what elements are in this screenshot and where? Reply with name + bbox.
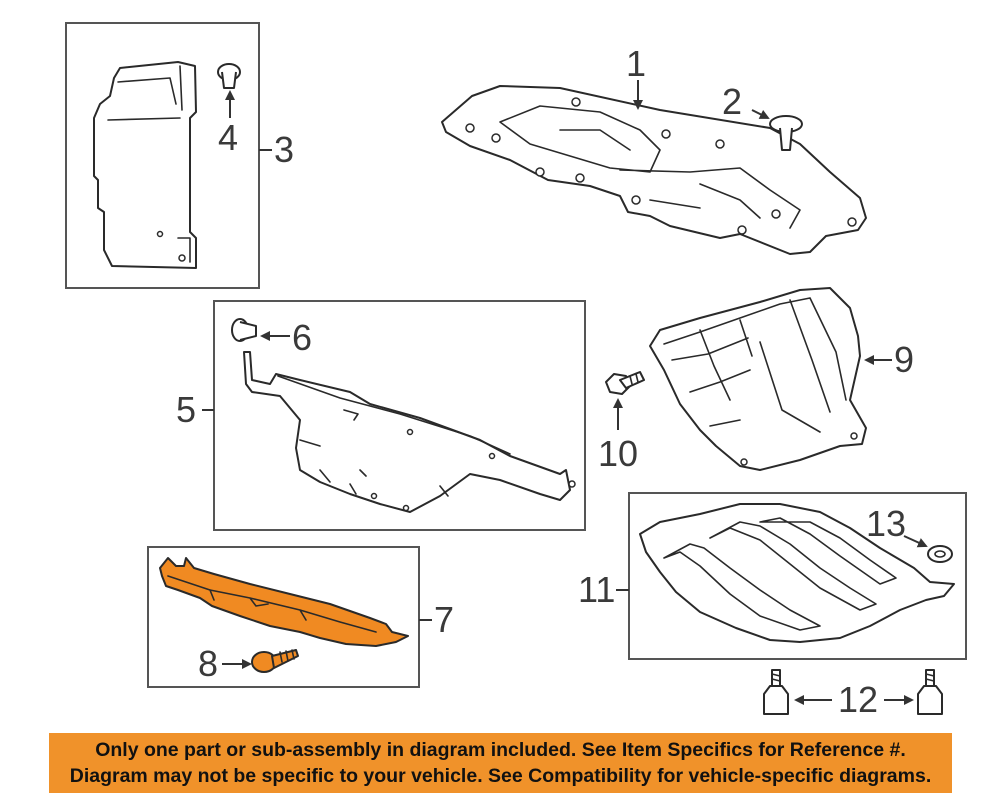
side-deflector-part-3 bbox=[93, 61, 197, 269]
bolt-right-part-12 bbox=[917, 669, 943, 715]
clip-part-4 bbox=[217, 63, 241, 89]
callout-4: 4 bbox=[218, 117, 238, 158]
callout-6: 6 bbox=[292, 317, 312, 358]
disclaimer-banner: Only one part or sub-assembly in diagram… bbox=[49, 733, 952, 793]
frame-box-7 bbox=[147, 546, 420, 688]
bolt-left-part-12 bbox=[763, 669, 789, 715]
callout-8: 8 bbox=[198, 643, 218, 684]
callout-9: 9 bbox=[894, 339, 914, 380]
push-pin-part-2 bbox=[769, 115, 803, 151]
side-guard-part-9 bbox=[649, 287, 867, 471]
callout-1: 1 bbox=[626, 43, 646, 84]
callout-11: 11 bbox=[578, 569, 615, 610]
screw-part-8 bbox=[251, 649, 299, 673]
part-group-10: 10 bbox=[598, 371, 645, 474]
bolt-part-10 bbox=[605, 371, 645, 395]
frame-box-3 bbox=[65, 22, 260, 289]
frame-box-11 bbox=[628, 492, 967, 660]
disclaimer-line-2: Diagram may not be specific to your vehi… bbox=[69, 765, 932, 787]
under-cover-part-1 bbox=[441, 85, 867, 255]
callout-5: 5 bbox=[176, 389, 196, 430]
part-group-2: 2 bbox=[722, 81, 803, 151]
part-group-11: 13 11 bbox=[578, 492, 967, 660]
part-group-1: 1 bbox=[441, 43, 867, 255]
part-group-7: 8 7 bbox=[147, 546, 454, 688]
part-group-5: 6 5 bbox=[176, 300, 586, 531]
clip-part-6 bbox=[231, 318, 257, 342]
part-group-12: 12 bbox=[763, 669, 943, 720]
callout-7: 7 bbox=[434, 599, 454, 640]
callout-2: 2 bbox=[722, 81, 742, 122]
disclaimer-line-1: Only one part or sub-assembly in diagram… bbox=[95, 739, 906, 761]
washer-part-13 bbox=[927, 545, 953, 563]
parts-diagram: 4 3 1 2 6 bbox=[65, 22, 967, 720]
skid-plate-part-11 bbox=[639, 503, 955, 643]
part-group-9: 9 bbox=[649, 287, 914, 471]
frame-box-5 bbox=[213, 300, 586, 531]
splash-shield-part-7 bbox=[159, 557, 409, 647]
callout-10: 10 bbox=[598, 433, 638, 474]
callout-3: 3 bbox=[274, 129, 294, 170]
part-group-3: 4 3 bbox=[65, 22, 294, 289]
callout-13: 13 bbox=[866, 503, 906, 544]
callout-12: 12 bbox=[838, 679, 878, 720]
